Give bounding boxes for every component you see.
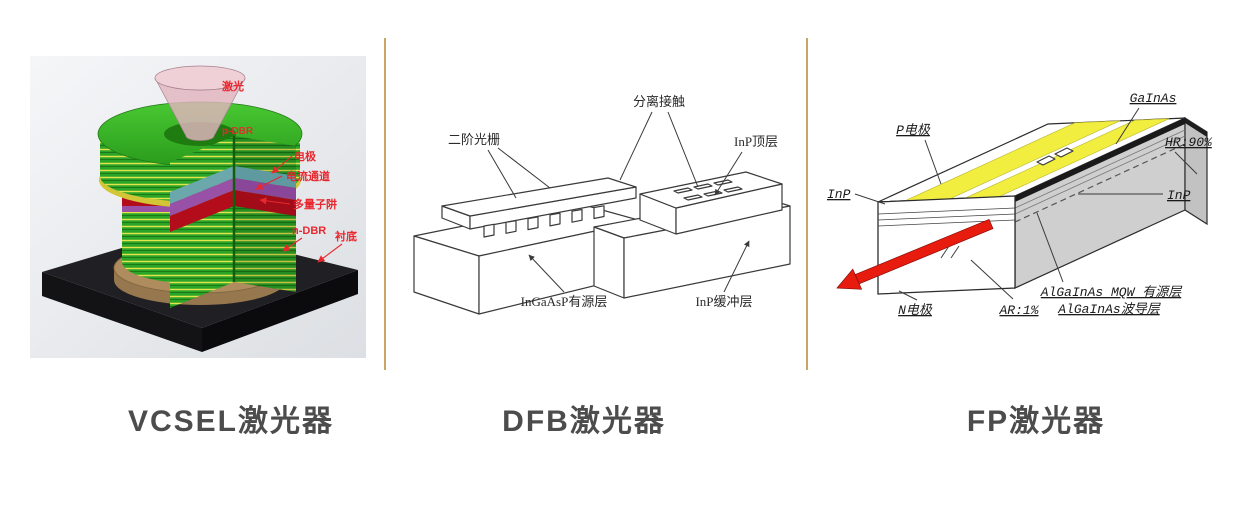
grating-ridge [441,177,637,238]
label-active-layer: AlGaInAs MQW 有源层 [1040,285,1183,300]
label-p-electrode: P电极 [896,123,931,138]
caption-vcsel: VCSEL激光器 [127,405,335,438]
label-ar-facet: AR:1% [998,303,1039,318]
dfb-callouts: 二阶光栅 分离接触 InP顶层 InGaAsP有源层 InP缓冲层 [448,94,778,309]
label-laser: 激光 [222,79,244,93]
dfb-diagram: 二阶光栅 分离接触 InP顶层 InGaAsP有源层 InP缓冲层 [413,94,791,315]
fp-diagram: GaInAs HR:90% InP InP P电极 N电极 AR:1% AlGa… [827,91,1213,318]
label-waveguide-layer: AlGaInAs波导层 [1057,302,1161,317]
label-current-channel: 电流通道 [286,169,330,183]
cross-section [170,136,296,308]
label-inp-top-layer: InP顶层 [734,134,778,149]
panel-divider-left [384,38,386,370]
label-ingaasp-active-layer: InGaAsP有源层 [521,294,608,309]
label-substrate: 衬底 [335,229,357,243]
label-second-order-grating: 二阶光栅 [448,132,500,147]
caption-fp: FP激光器 [966,405,1106,438]
gainas-edge [1015,118,1185,202]
grating-teeth [483,205,605,238]
chip-body [877,116,1208,295]
label-p-dbr: p-DBR [222,126,254,137]
label-separate-contact: 分离接触 [633,94,685,109]
label-mqw: 多量子阱 [293,197,337,211]
panel-divider-right [806,38,808,370]
label-hr-facet: HR:90% [1165,135,1213,150]
laser-beam-cone [154,65,246,141]
label-inp-buffer-layer: InP缓冲层 [695,294,752,309]
caption-dfb: DFB激光器 [502,405,666,438]
label-gainas: GaInAs [1130,91,1177,106]
fp-callouts: GaInAs HR:90% InP InP P电极 N电极 AR:1% AlGa… [827,91,1213,318]
label-n-electrode: N电极 [898,303,933,318]
label-electrode: 电极 [294,149,317,163]
laser-emission-arrow [836,218,994,290]
label-inp-right: InP [1167,188,1191,203]
right-block [639,171,783,235]
vcsel-callouts: 激光 p-DBR 电极 电流通道 多量子阱 n-DBR 衬底 [222,79,357,263]
mqw-dashed-line [1014,143,1186,223]
label-inp-left: InP [827,187,851,202]
vcsel-diagram: 激光 p-DBR 电极 电流通道 多量子阱 n-DBR 衬底 [30,56,366,358]
label-n-dbr: n-DBR [292,225,326,237]
